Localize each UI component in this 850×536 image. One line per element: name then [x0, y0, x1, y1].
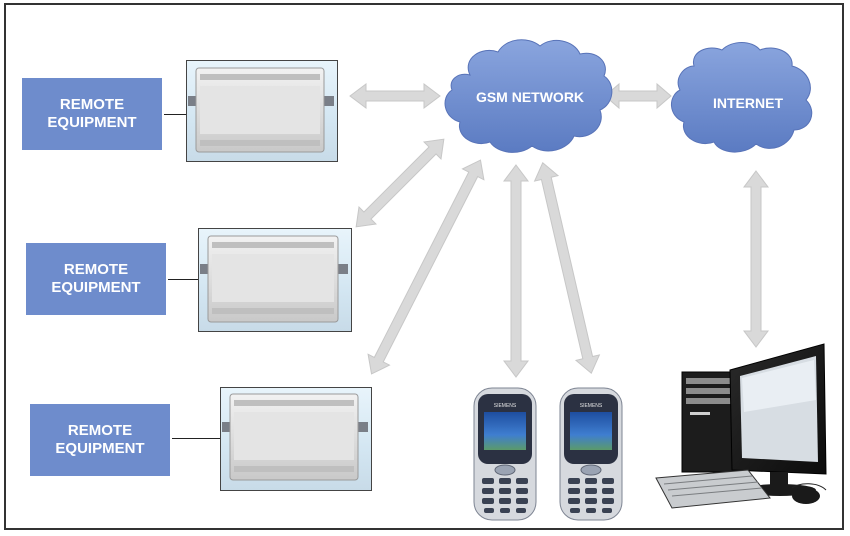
arrow-module3-gsm	[367, 159, 485, 375]
connector-line-1	[164, 114, 186, 115]
internet-cloud: INTERNET	[671, 42, 813, 153]
module-2	[200, 235, 348, 323]
internet-label: INTERNET	[713, 95, 783, 111]
arrow-phone1-gsm	[503, 164, 529, 378]
arrow-internet-computer	[743, 170, 769, 348]
gsm-network-label: GSM NETWORK	[476, 89, 584, 105]
mobile-phone-1: SIEMENS	[473, 387, 537, 521]
arrow-module1-gsm	[349, 83, 441, 109]
remote-equipment-label-3-text: REMOTE EQUIPMENT	[55, 422, 145, 457]
remote-equipment-label-2: REMOTE EQUIPMENT	[26, 243, 166, 315]
remote-equipment-label-1-text: REMOTE EQUIPMENT	[47, 96, 137, 131]
arrow-phone2-gsm	[533, 161, 601, 375]
connector-line-3	[172, 438, 220, 439]
desktop-computer	[655, 343, 827, 509]
remote-equipment-label-2-text: REMOTE EQUIPMENT	[51, 261, 141, 296]
arrow-module2-gsm	[355, 138, 445, 228]
arrow-gsm-internet	[604, 82, 672, 110]
remote-equipment-label-1: REMOTE EQUIPMENT	[22, 78, 162, 150]
phone-2-brand: SIEMENS	[580, 403, 603, 409]
phone-1-brand: SIEMENS	[494, 403, 517, 409]
connector-line-2	[168, 279, 198, 280]
module-3	[222, 393, 368, 481]
module-1	[188, 67, 334, 153]
gsm-cloud: GSM NETWORK	[444, 39, 613, 153]
mobile-phone-2: SIEMENS	[559, 387, 623, 521]
remote-equipment-label-3: REMOTE EQUIPMENT	[30, 404, 170, 476]
